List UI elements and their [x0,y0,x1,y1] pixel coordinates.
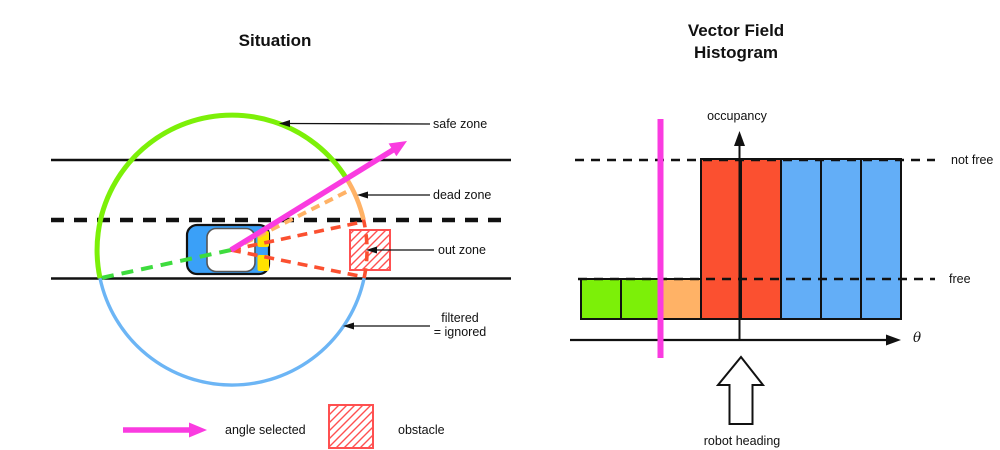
histogram-bar-filtered [780,158,822,320]
histogram-bar-out [740,158,782,320]
histogram-bar-dead [660,278,702,320]
histogram-bar-out [700,158,742,320]
legend-angle-label: angle selected [225,423,306,437]
filtered-label: filtered = ignored [415,311,505,339]
histogram-bar-safe [620,278,662,320]
not-free-label: not free [951,153,994,167]
histogram-title-line1: Vector Field [687,21,785,40]
filtered-label-line1: filtered [441,311,479,325]
theta-axis-label: θ [913,330,922,346]
histogram-bar-filtered [860,158,902,320]
filtered-label-line2: = ignored [433,325,487,339]
histogram-bar-filtered [820,158,862,320]
robot-heading-label: robot heading [703,434,781,448]
histogram-bar-safe [580,278,622,320]
safe-zone-label: safe zone [433,117,488,131]
occupancy-axis-label: occupancy [707,109,767,123]
out-zone-label: out zone [438,243,486,257]
legend-obstacle-label: obstacle [398,423,445,437]
histogram-title: Vector Field Histogram [636,20,836,64]
free-label: free [949,272,971,286]
situation-title: Situation [238,31,312,50]
histogram-title-line2: Histogram [693,43,779,62]
dead-zone-label: dead zone [433,188,492,202]
